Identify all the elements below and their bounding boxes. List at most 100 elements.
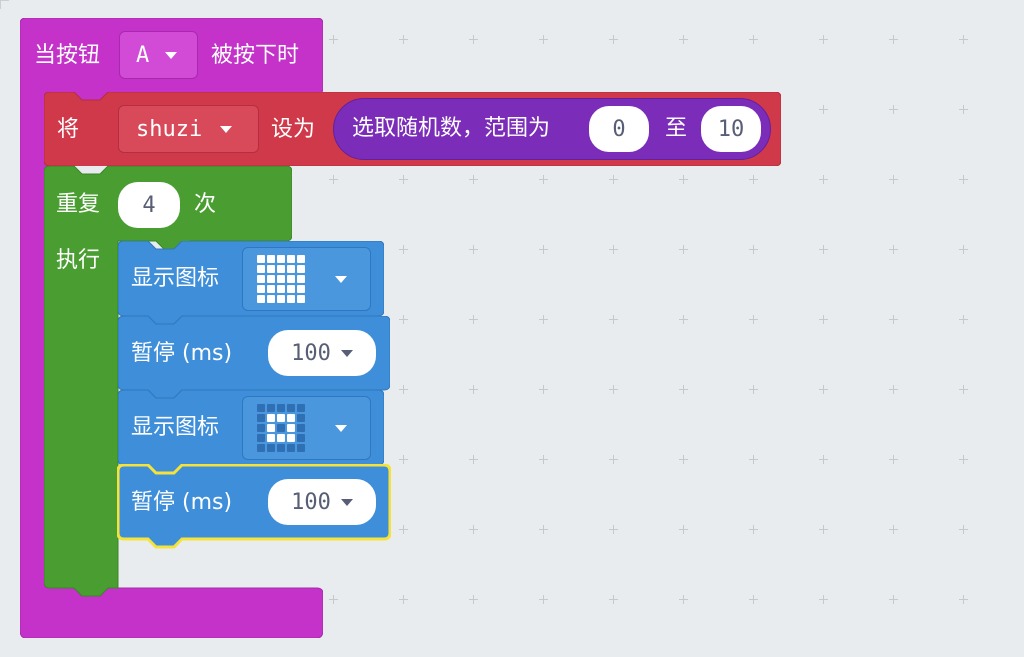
grid-plus-mark [469,315,478,324]
led-on [277,255,285,263]
chevron-down-icon [340,498,353,506]
led-off [297,404,305,412]
pause-block-2-selected[interactable]: 暂停 (ms) 100 [117,464,391,549]
grid-plus-mark [329,595,338,604]
grid-plus-mark [609,385,618,394]
set-prefix-label: 将 [57,117,80,142]
grid-plus-mark [399,315,408,324]
led-off [277,444,285,452]
grid-plus-mark [679,385,688,394]
random-to-input[interactable]: 10 [701,106,761,152]
repeat-count-value: 4 [142,192,156,218]
pause-duration-dropdown-1[interactable]: 100 [268,330,376,376]
led-on [277,434,285,442]
led-off [277,404,285,412]
pause-duration-dropdown-2[interactable]: 100 [268,479,376,525]
led-off [267,404,275,412]
grid-plus-mark [819,315,828,324]
grid-plus-mark [959,525,968,534]
grid-plus-mark [329,175,338,184]
grid-plus-mark [679,175,688,184]
grid-plus-mark [889,245,898,254]
led-on [267,275,275,283]
led-on [257,255,265,263]
led-on [277,285,285,293]
icon-dropdown-2[interactable] [242,396,371,460]
grid-plus-mark [539,315,548,324]
grid-plus-mark [469,35,478,44]
chevron-down-icon [220,125,233,133]
on-button-pressed-block[interactable]: 当按钮 A 被按下时 [20,18,323,638]
led-on [297,285,305,293]
button-dropdown[interactable]: A [119,31,198,79]
led-on [287,275,295,283]
grid-plus-mark [399,175,408,184]
grid-plus-mark [679,525,688,534]
grid-plus-mark [749,315,758,324]
grid-plus-mark [959,315,968,324]
grid-plus-mark [819,595,828,604]
grid-plus-mark [959,105,968,114]
random-number-block[interactable]: 选取随机数，范围为 0 至 10 [333,98,771,160]
led-on [297,275,305,283]
grid-plus-mark [539,525,548,534]
show-icon-block-2[interactable]: 显示图标 [118,390,384,474]
grid-plus-mark [539,175,548,184]
random-to-label: 至 [665,116,688,141]
show-icon-label: 显示图标 [131,415,220,440]
led-off [297,414,305,422]
pause-block-1[interactable]: 暂停 (ms) 100 [118,316,390,399]
grid-plus-mark [469,455,478,464]
led-on [277,265,285,273]
on-button-pressed-block-shape [20,18,323,638]
grid-plus-mark [749,175,758,184]
variable-dropdown[interactable]: shuzi [118,105,259,153]
grid-plus-mark [399,595,408,604]
grid-plus-mark [469,245,478,254]
random-from-input[interactable]: 0 [589,106,649,152]
led-on [257,275,265,283]
pause-duration-value: 100 [291,489,331,515]
grid-plus-mark [749,385,758,394]
set-variable-block[interactable]: 将 shuzi 设为 选取随机数，范围为 0 至 10 [44,92,781,166]
grid-plus-mark [959,385,968,394]
grid-plus-mark [609,245,618,254]
led-on [287,295,295,303]
led-on [277,275,285,283]
grid-plus-mark [679,595,688,604]
grid-plus-mark [399,455,408,464]
grid-plus-mark [609,455,618,464]
repeat-times-label: 次 [194,192,217,217]
grid-plus-mark [959,245,968,254]
repeat-count-input[interactable]: 4 [118,182,180,228]
led-on [277,414,285,422]
grid-plus-mark [469,385,478,394]
led-off [287,404,295,412]
led-off [297,424,305,432]
set-middle-label: 设为 [271,117,316,142]
random-label: 选取随机数，范围为 [352,116,551,141]
pause-label: 暂停 (ms) [131,490,233,515]
led-off [297,434,305,442]
icon-dropdown-1[interactable] [242,247,371,311]
pause-duration-value: 100 [291,340,331,366]
grid-plus-mark [679,245,688,254]
grid-plus-mark [749,455,758,464]
led-on [297,255,305,263]
led-on [257,265,265,273]
show-icon-block-1[interactable]: 显示图标 [118,241,384,325]
chevron-down-icon [165,51,178,59]
chevron-down-icon [335,424,347,432]
led-on [287,434,295,442]
led-off [257,424,265,432]
grid-plus-mark [399,525,408,534]
small-square-led-icon [257,404,305,452]
led-off [267,444,275,452]
led-on [267,295,275,303]
grid-plus-mark [889,455,898,464]
grid-plus-mark [399,245,408,254]
led-on [267,265,275,273]
led-on [287,265,295,273]
full-square-led-icon [257,255,305,303]
